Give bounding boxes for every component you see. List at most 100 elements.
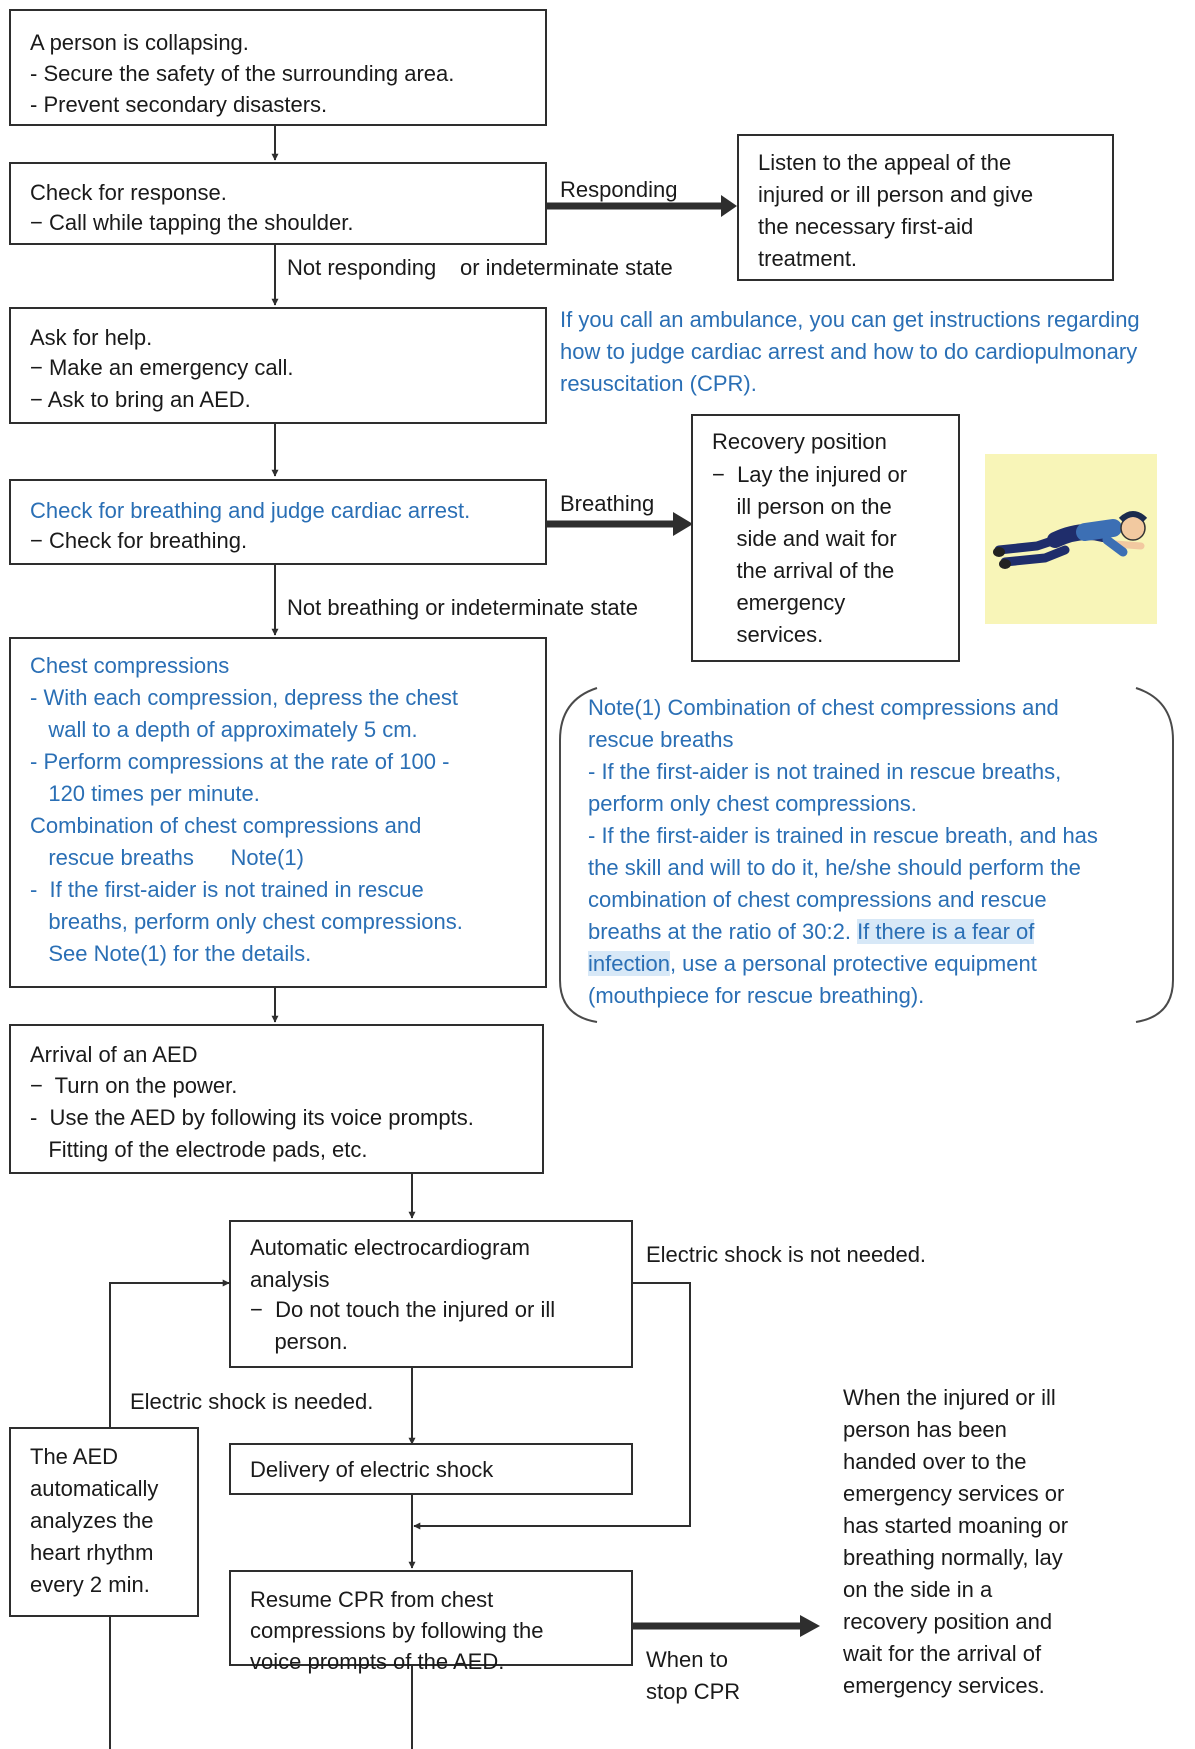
chest-line: Combination of chest compressions and — [30, 813, 422, 838]
start-box-item: - Secure the safety of the surrounding a… — [30, 61, 455, 86]
ambulance-note-line: resuscitation (CPR). — [560, 371, 757, 396]
final-note-line: recovery position and — [843, 1609, 1053, 1634]
analysis-line: − Do not touch the injured or ill — [250, 1297, 556, 1322]
check-response-item: − Call while tapping the shoulder. — [30, 210, 354, 235]
aed-auto-line: analyzes the — [30, 1508, 154, 1533]
recovery-line: services. — [712, 622, 824, 647]
analysis-line: person. — [250, 1329, 348, 1354]
check-breathing-box: Check for breathing and judge cardiac ar… — [9, 479, 547, 565]
stop-cpr-label: stop CPR — [646, 1679, 741, 1704]
chest-line: 120 times per minute. — [30, 781, 260, 806]
note-line: - If the first-aider is not trained in r… — [588, 759, 1062, 784]
chest-line: - With each compression, depress the che… — [30, 685, 458, 710]
chest-line: Chest compressions — [30, 653, 230, 678]
chest-compressions-box: Chest compressions - With each compressi… — [9, 637, 547, 988]
recovery-position-box: Recovery position − Lay the injured or i… — [691, 414, 960, 662]
delivery-shock-box: Delivery of electric shock — [229, 1443, 633, 1495]
first-aid-line: Listen to the appeal of the — [758, 150, 1012, 175]
final-note-line: breathing normally, lay — [843, 1545, 1063, 1570]
note-text: , use a personal protective equipment — [669, 951, 1037, 976]
note-line: Note(1) Combination of chest compression… — [588, 695, 1059, 720]
final-note-line: on the side in a — [843, 1577, 993, 1602]
chest-line: - If the first-aider is not trained in r… — [30, 877, 424, 902]
note-line: rescue breaths — [588, 727, 734, 752]
check-response-box: Check for response. − Call while tapping… — [9, 162, 547, 245]
ecg-analysis-box: Automatic electrocardiogram analysis − D… — [229, 1220, 633, 1368]
start-box: A person is collapsing. - Secure the saf… — [9, 9, 547, 126]
chest-line: breaths, perform only chest compressions… — [30, 909, 463, 934]
final-note-line: has started moaning or — [843, 1513, 1069, 1538]
final-note-line: emergency services. — [843, 1673, 1045, 1698]
ask-help-box: Ask for help. − Make an emergency call. … — [9, 307, 547, 424]
first-aid-line: injured or ill person and give — [758, 182, 1034, 207]
aed-arrival-line: Fitting of the electrode pads, etc. — [30, 1137, 368, 1162]
resume-line: Resume CPR from chest — [250, 1587, 494, 1612]
shock-needed-label: Electric shock is needed. — [130, 1389, 374, 1414]
first-aid-box: Listen to the appeal of the injured or i… — [737, 134, 1114, 281]
not-breathing-label: Not breathing or indeterminate state — [287, 595, 638, 620]
ambulance-note-line: If you call an ambulance, you can get in… — [560, 307, 1140, 332]
aed-auto-line: automatically — [30, 1476, 159, 1501]
resume-line: compressions by following the — [250, 1618, 544, 1643]
start-box-item: - Prevent secondary disasters. — [30, 92, 328, 117]
recovery-person-icon — [993, 511, 1148, 569]
note-text: breaths at the ratio of 30:2. — [588, 919, 858, 944]
aed-arrival-line: - Use the AED by following its voice pro… — [30, 1105, 474, 1130]
note-brackets — [559, 687, 1174, 1023]
first-aid-line: the necessary first-aid — [758, 214, 974, 239]
aed-auto-line: every 2 min. — [30, 1572, 150, 1597]
note-highlight: infection — [588, 951, 670, 976]
breathing-label: Breathing — [560, 491, 655, 516]
not-responding-label: Not responding — [287, 255, 437, 280]
ask-help-item: − Ask to bring an AED. — [30, 387, 251, 412]
final-note-line: person has been — [843, 1417, 1007, 1442]
analysis-line: Automatic electrocardiogram — [250, 1235, 531, 1260]
delivery-text: Delivery of electric shock — [250, 1457, 494, 1482]
note-line: the skill and will to do it, he/she shou… — [588, 855, 1081, 880]
ask-help-title: Ask for help. — [30, 325, 153, 350]
first-aid-line: treatment. — [758, 246, 858, 271]
recovery-position-illustration — [985, 454, 1157, 624]
note-highlight: If there is a fear of — [857, 919, 1035, 944]
resume-line: voice prompts of the AED. — [250, 1649, 505, 1674]
ask-help-item: − Make an emergency call. — [30, 355, 294, 380]
chest-line: wall to a depth of approximately 5 cm. — [30, 717, 418, 742]
start-box-title: A person is collapsing. — [30, 30, 249, 55]
aed-arrival-title: Arrival of an AED — [30, 1042, 198, 1067]
recovery-line: − Lay the injured or — [712, 462, 908, 487]
check-breathing-title: Check for breathing and judge cardiac ar… — [30, 498, 471, 523]
stop-cpr-label: When to — [646, 1647, 728, 1672]
chest-line: rescue breaths Note(1) — [30, 845, 304, 870]
aed-auto-line: The AED — [30, 1444, 119, 1469]
final-note-line: When the injured or ill — [843, 1385, 1056, 1410]
note-line: (mouthpiece for rescue breathing). — [588, 983, 925, 1008]
note-line: perform only chest compressions. — [588, 791, 917, 816]
line-shock-not-needed — [413, 1282, 691, 1530]
final-note-line: handed over to the — [843, 1449, 1027, 1474]
responding-label: Responding — [560, 177, 678, 202]
check-response-title: Check for response. — [30, 180, 227, 205]
indeterminate-label: or indeterminate state — [460, 255, 673, 280]
resume-cpr-box: Resume CPR from chest compressions by fo… — [229, 1570, 633, 1674]
final-note-line: wait for the arrival of — [843, 1641, 1042, 1666]
aed-auto-analysis-box: The AED automatically analyzes the heart… — [9, 1427, 199, 1617]
recovery-line: emergency — [712, 590, 846, 615]
recovery-line: the arrival of the — [712, 558, 895, 583]
final-note-line: emergency services or — [843, 1481, 1065, 1506]
check-breathing-item: − Check for breathing. — [30, 528, 248, 553]
note-line: infection, use a personal protective equ… — [588, 948, 1037, 980]
chest-line: See Note(1) for the details. — [30, 941, 312, 966]
ambulance-note-line: how to judge cardiac arrest and how to d… — [560, 339, 1138, 364]
note-line: - If the first-aider is trained in rescu… — [588, 823, 1098, 848]
recovery-line: ill person on the — [712, 494, 892, 519]
recovery-line: side and wait for — [712, 526, 897, 551]
recovery-title: Recovery position — [712, 429, 887, 454]
analysis-line: analysis — [250, 1267, 330, 1292]
aed-arrival-line: − Turn on the power. — [30, 1073, 238, 1098]
shock-not-needed-label: Electric shock is not needed. — [646, 1242, 927, 1267]
aed-arrival-box: Arrival of an AED − Turn on the power. -… — [9, 1024, 544, 1174]
chest-line: - Perform compressions at the rate of 10… — [30, 749, 450, 774]
note-line: combination of chest compressions and re… — [588, 887, 1047, 912]
